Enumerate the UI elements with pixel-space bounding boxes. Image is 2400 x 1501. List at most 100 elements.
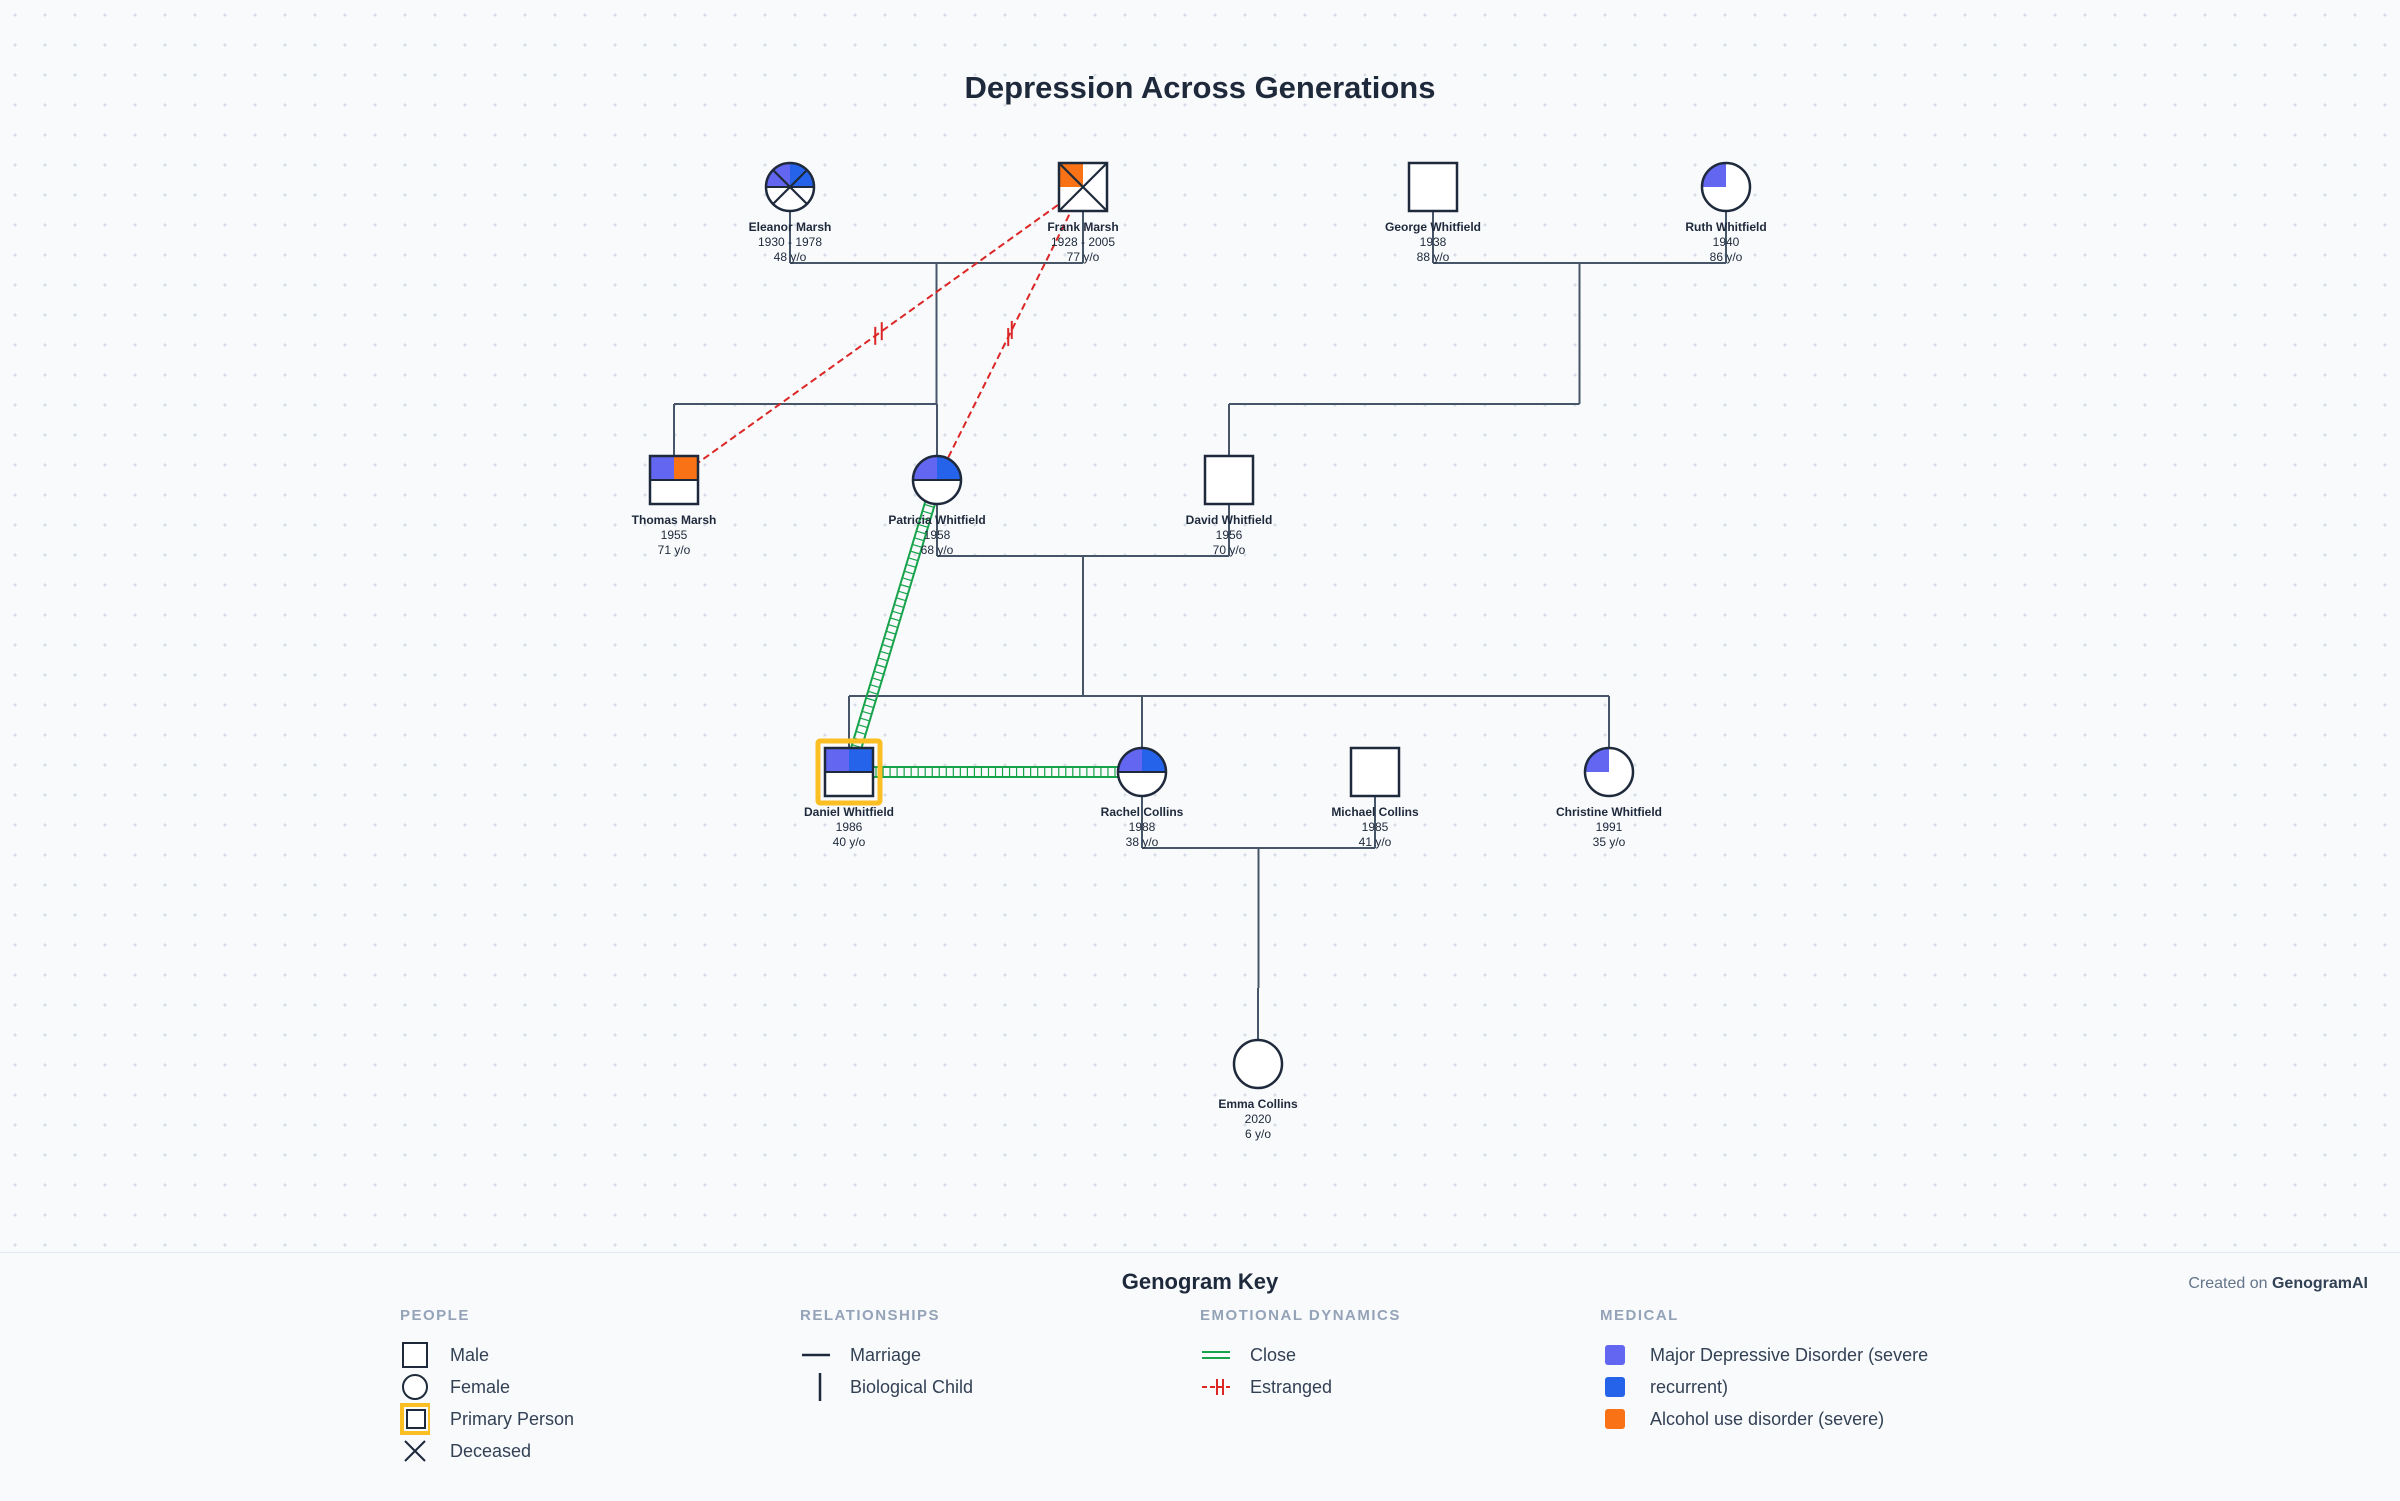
person-years: 1986	[836, 820, 863, 834]
person-age: 77 y/o	[1067, 250, 1100, 264]
children-of-eleanor-frank	[673, 263, 938, 456]
person-name: Ruth Whitfield	[1685, 220, 1766, 234]
primary-person-outline	[815, 738, 883, 806]
person-age: 35 y/o	[1593, 835, 1626, 849]
person-age: 41 y/o	[1359, 835, 1392, 849]
children-of-rachel-michael	[1257, 848, 1260, 1040]
legend-marriage: Marriage	[800, 1339, 973, 1371]
person-years: 1938	[1420, 235, 1447, 249]
child-line-icon	[818, 1373, 822, 1401]
emotional-lines	[689, 197, 1122, 778]
person-age: 48 y/o	[774, 250, 807, 264]
legend-deceased-label: Deceased	[450, 1440, 532, 1461]
credit-brand[interactable]: GenogramAI	[2271, 1275, 2368, 1292]
marriage-patricia-david	[936, 504, 1230, 557]
female-symbol	[1583, 746, 1635, 798]
female-circle-icon	[402, 1374, 428, 1400]
legend-male: Male	[400, 1339, 574, 1371]
person-years: 1940	[1713, 235, 1740, 249]
person-age: 68 y/o	[921, 543, 954, 557]
male-symbol	[1057, 161, 1109, 213]
legend-primary: Primary Person	[400, 1403, 574, 1435]
person-name: David Whitfield	[1186, 513, 1273, 527]
legend-mdd-label: Major Depressive Disorder (severe	[1650, 1344, 1929, 1365]
person-age: 40 y/o	[833, 835, 866, 849]
legend-estranged: Estranged	[1200, 1371, 1401, 1403]
legend-child-label: Biological Child	[850, 1376, 974, 1397]
legend-female: Female	[400, 1371, 574, 1403]
legend-mdd: Major Depressive Disorder (severe	[1600, 1339, 1928, 1371]
person-years: 1958	[924, 528, 951, 542]
person-age: 70 y/o	[1213, 543, 1246, 557]
deceased-mark	[772, 169, 808, 205]
legend-close-label: Close	[1250, 1344, 1297, 1365]
condition-fill	[913, 456, 961, 480]
legend-alcohol-label: Alcohol use disorder (severe)	[1650, 1408, 1885, 1429]
person-name: Emma Collins	[1218, 1097, 1298, 1111]
person-name: Eleanor Marsh	[749, 220, 832, 234]
deceased-x-icon	[404, 1440, 426, 1462]
male-symbol	[1407, 161, 1459, 213]
legend-primary-label: Primary Person	[450, 1408, 575, 1429]
person-name: Rachel Collins	[1101, 805, 1184, 819]
person-years: 2020	[1245, 1112, 1272, 1126]
legend-emotional-heading: EMOTIONAL DYNAMICS	[1200, 1307, 1401, 1324]
primary-person-icon	[400, 1403, 430, 1435]
female-symbol	[911, 454, 963, 506]
mdd-swatch-icon	[1605, 1345, 1625, 1365]
legend-relationships-heading: RELATIONSHIPS	[800, 1307, 941, 1324]
credit-text: Created on GenogramAI	[2188, 1275, 2368, 1293]
legend-people-heading: PEOPLE	[400, 1307, 470, 1324]
legend-medical-heading: MEDICAL	[1600, 1307, 1679, 1324]
person-years: 1955	[661, 528, 688, 542]
alcohol-swatch-icon	[1605, 1409, 1625, 1429]
recurrent-swatch-icon	[1605, 1377, 1625, 1397]
legend-deceased: Deceased	[400, 1435, 574, 1467]
relationship-lines	[673, 211, 1727, 1040]
person-age: 86 y/o	[1710, 250, 1743, 264]
close-line-daniel-rachel	[869, 766, 1122, 778]
legend-relationships: RELATIONSHIPS Marriage Biological Child	[800, 1307, 973, 1403]
person-name: Frank Marsh	[1047, 220, 1118, 234]
condition-fill	[825, 748, 873, 772]
person-name: Patricia Whitfield	[888, 513, 985, 527]
credit-prefix: Created on	[2188, 1275, 2268, 1292]
female-symbol	[764, 161, 816, 213]
children-of-patricia-david	[848, 556, 1610, 748]
person-age: 6 y/o	[1245, 1127, 1271, 1141]
legend-people: PEOPLE Male Female Primary Person Deceas…	[400, 1307, 574, 1467]
legend-alcohol: Alcohol use disorder (severe)	[1600, 1403, 1928, 1435]
female-symbol	[1232, 1038, 1284, 1090]
legend-recurrent: recurrent)	[1600, 1371, 1928, 1403]
legend-marriage-label: Marriage	[850, 1344, 922, 1365]
male-square-icon	[402, 1342, 428, 1368]
person-name: Thomas Marsh	[632, 513, 717, 527]
marriage-line-icon	[802, 1353, 830, 1357]
legend-title: Genogram Key	[1121, 1269, 1279, 1294]
female-symbol	[1116, 746, 1168, 798]
female-symbol	[1700, 161, 1752, 213]
person-years: 1956	[1216, 528, 1243, 542]
close-line-icon	[1202, 1351, 1230, 1359]
person-years: 1930 - 1978	[758, 235, 822, 249]
deceased-mark	[1058, 162, 1108, 212]
male-symbol	[1349, 746, 1401, 798]
person-name: Daniel Whitfield	[804, 805, 894, 819]
legend-child: Biological Child	[800, 1371, 973, 1403]
legend-female-label: Female	[450, 1376, 511, 1397]
legend-close: Close	[1200, 1339, 1401, 1371]
legend-medical: MEDICAL Major Depressive Disorder (sever…	[1600, 1307, 1928, 1435]
